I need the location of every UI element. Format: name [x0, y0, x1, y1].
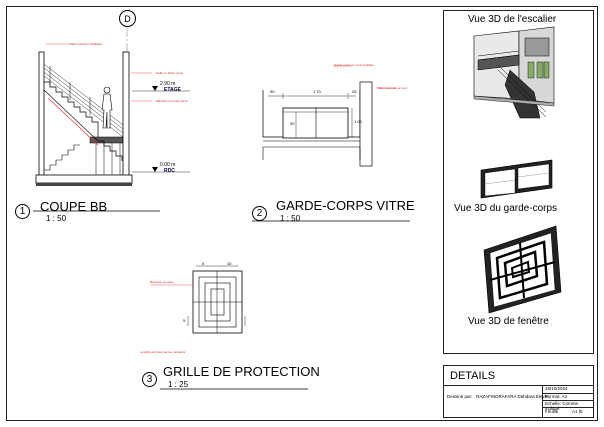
level-bottom-name: RDC	[164, 168, 175, 174]
title-block-date: 18/10/2024	[545, 386, 568, 391]
grille-dim-c: 5	[183, 318, 186, 323]
view-title-garde-corps: GARDE-CORPS VITRE	[276, 198, 415, 213]
view-number-1: 1	[15, 204, 30, 219]
dim-left: 50	[270, 89, 275, 94]
dim-right: 25	[352, 89, 357, 94]
label-3d-stair: Vue 3D de l'escalier	[468, 14, 557, 25]
note-glass: Garde-corps en verre feuilleté	[334, 63, 374, 67]
note-grille: Barreaux en acier	[150, 280, 174, 284]
view-title-grille: GRILLE DE PROTECTION	[163, 364, 320, 379]
title-block: DETAILS 18/10/2024 Dessiné par: RAZAFIND…	[443, 365, 594, 418]
grid-marker-label: D	[124, 13, 131, 24]
view-scale-grille: 1 : 25	[168, 380, 189, 389]
dim-width: 1.70	[313, 89, 321, 94]
dim-glass-height: 90	[290, 121, 295, 126]
right-panel	[443, 10, 594, 354]
sheet-label: Feuille	[545, 409, 559, 414]
view-number-3: 3	[142, 372, 157, 387]
title-block-scale: Echelle: Comme indiqué	[545, 401, 579, 411]
view-number-2: 2	[252, 206, 267, 221]
level-bottom-value: 0.00 m	[160, 162, 176, 168]
note-handrail: Main-courant métallique	[70, 42, 103, 46]
view-scale-coupe: 1 : 50	[46, 214, 67, 223]
drawing-sheet	[6, 6, 598, 421]
view-title-coupe: COUPE BB	[40, 199, 108, 214]
level-top-value: 2.90 m	[160, 81, 176, 87]
dim-total-height: 1.00	[354, 119, 362, 124]
drawn-by-name: RAZAFINDRAFARA Dahdara Elevin	[476, 394, 549, 399]
drawn-by-label: Dessiné par:	[447, 394, 473, 399]
view-scale-garde-corps: 1 : 50	[280, 214, 301, 223]
sheet-number: A1 f0	[572, 409, 583, 414]
title-block-heading: DETAILS	[450, 370, 496, 382]
label-3d-guardrail: Vue 3D du garde-corps	[454, 203, 558, 214]
grid-marker: D	[119, 10, 136, 27]
note-fixing: Main courante en inox	[378, 86, 408, 90]
grille-dim-a: 5	[202, 261, 205, 266]
label-3d-window: Vue 3D de fenêtre	[468, 316, 549, 327]
grille-dim-b: 10	[227, 261, 232, 266]
note-slab: Dalle en béton armé	[156, 71, 184, 75]
note-stair: Marches en béton armé	[156, 99, 188, 103]
note-grille-bottom: La grille est fixée sur les montants	[140, 350, 186, 354]
title-block-format: Format: A3	[545, 394, 568, 399]
level-top-name: ETAGE	[164, 87, 181, 93]
